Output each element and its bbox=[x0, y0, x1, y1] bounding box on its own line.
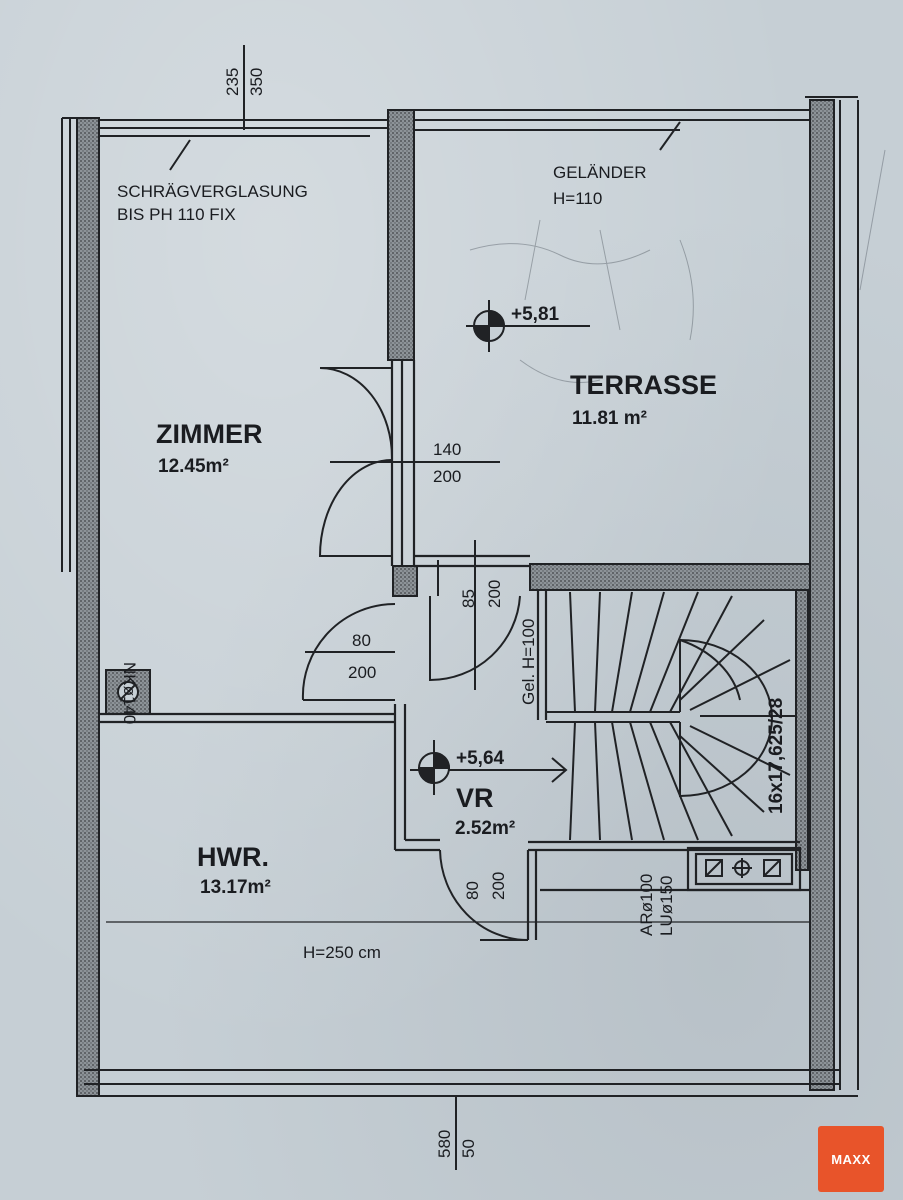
stair-railing-note: Gel. H=100 bbox=[519, 619, 538, 705]
stair-wall-top bbox=[529, 563, 811, 591]
level-hall: +5,64 bbox=[456, 748, 505, 769]
top-glazing bbox=[99, 109, 810, 171]
staircase bbox=[410, 591, 796, 841]
ceiling-height-note: H=250 cm bbox=[303, 943, 381, 962]
right-wall bbox=[809, 99, 835, 1091]
terrace-door-height: 200 bbox=[433, 467, 461, 486]
pier-small bbox=[392, 565, 418, 597]
zimmer-door-width: 80 bbox=[352, 631, 371, 650]
doors bbox=[301, 367, 529, 941]
maxx-logo: MAXX bbox=[818, 1126, 884, 1192]
top-dimension-a: 235 bbox=[223, 68, 242, 96]
exterior-walls bbox=[76, 99, 835, 1097]
dimension-ticks bbox=[243, 45, 457, 1170]
bottom-dimension-a: 580 bbox=[435, 1130, 454, 1158]
hwr-door-height: 200 bbox=[489, 872, 508, 900]
room-area-zimmer: 12.45m² bbox=[158, 456, 229, 477]
level-marker-hall bbox=[417, 740, 451, 795]
room-name-terrasse: TERRASSE bbox=[570, 370, 717, 400]
hall-door-swing bbox=[429, 595, 521, 682]
glazing-note-line1: SCHRÄGVERGLASUNG bbox=[117, 182, 308, 201]
railing-note-line1: GELÄNDER bbox=[553, 163, 647, 182]
hwr-door-swing bbox=[439, 849, 529, 941]
shaft-nk: NKø140 bbox=[120, 662, 139, 724]
railing-note-line2: H=110 bbox=[553, 189, 602, 208]
hall-door-width: 85 bbox=[459, 589, 478, 608]
room-area-vr: 2.52m² bbox=[455, 818, 515, 839]
hwr-door-width: 80 bbox=[463, 881, 482, 900]
room-area-hwr: 13.17m² bbox=[200, 877, 271, 898]
bottom-wall bbox=[84, 1069, 858, 1097]
terrace-door-width: 140 bbox=[433, 440, 461, 459]
center-wall-upper bbox=[387, 109, 415, 361]
top-dimension-b: 350 bbox=[247, 68, 266, 96]
hall-door-height: 200 bbox=[485, 580, 504, 608]
shaft-symbols bbox=[117, 681, 781, 878]
shaft-lu: LUø150 bbox=[657, 876, 676, 936]
room-name-hwr: HWR. bbox=[197, 842, 269, 872]
glazing-note-line2: BIS PH 110 FIX bbox=[117, 205, 236, 224]
pencil-scribbles bbox=[469, 149, 886, 383]
left-wall bbox=[76, 117, 100, 1097]
terrace-door-swing-top bbox=[319, 367, 394, 461]
room-area-terrasse: 11.81 m² bbox=[572, 408, 647, 429]
stair-spec: 16x17,625/28 bbox=[766, 698, 787, 814]
room-name-zimmer: ZIMMER bbox=[156, 419, 262, 449]
room-name-vr: VR bbox=[456, 783, 494, 813]
outline-lines bbox=[61, 96, 859, 1090]
level-terrace: +5,81 bbox=[511, 304, 560, 325]
shaft-ar: ARø100 bbox=[637, 874, 656, 936]
bottom-dimension-b: 50 bbox=[459, 1139, 478, 1158]
zimmer-door-height: 200 bbox=[348, 663, 376, 682]
stair-wall-right bbox=[795, 589, 809, 871]
interior-walls bbox=[99, 360, 810, 940]
level-marker-terrace bbox=[466, 300, 590, 352]
terrace-door-swing-bottom bbox=[318, 459, 393, 557]
zimmer-door-swing bbox=[301, 602, 396, 701]
